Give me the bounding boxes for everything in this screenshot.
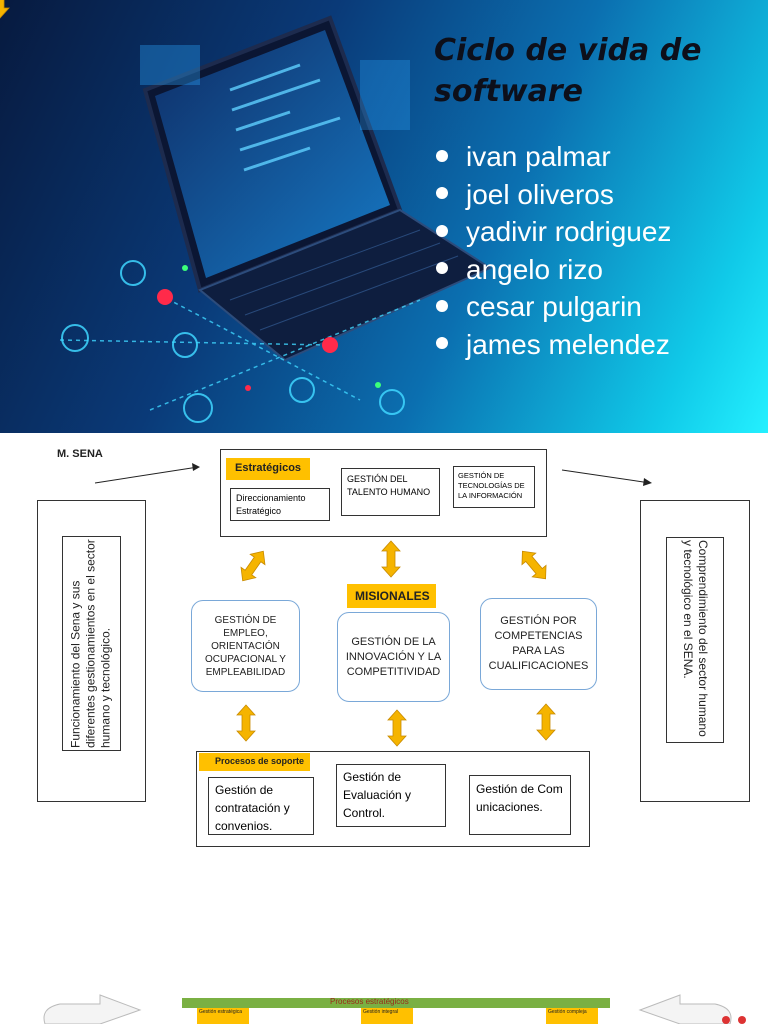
member-item: cesar pulgarin <box>436 288 671 326</box>
strategic-tag: Estratégicos <box>226 458 310 480</box>
member-item: joel oliveros <box>436 176 671 214</box>
bullet-icon <box>436 224 448 237</box>
next-slide-preview <box>43 994 746 1024</box>
laptop-illustration <box>59 15 493 423</box>
cover-title: Ciclo de vida de software <box>434 30 754 112</box>
bullet-icon <box>436 187 448 200</box>
footer-item-1: Gestión estratégica <box>199 1009 243 1015</box>
cover-slide: Ciclo de vida de software ivan palmar jo… <box>0 0 768 433</box>
bullet-icon <box>436 149 448 162</box>
cover-title-line2: software <box>434 74 583 109</box>
support-item-evaluacion: Gestión de Evaluación y Control. <box>336 764 446 827</box>
team-members-list: ivan palmar joel oliveros yadivir rodrig… <box>436 138 671 363</box>
cover-title-line1: Ciclo de vida de <box>434 33 702 68</box>
right-description-box <box>666 537 724 743</box>
strategic-item-tecnologias: GESTIÓN DE TECNOLOGÍAS DE LA INFORMACIÓN <box>453 466 535 508</box>
member-item: angelo rizo <box>436 251 671 289</box>
support-tag: Procesos de soporte <box>199 753 310 771</box>
bullet-icon <box>436 262 448 275</box>
bullet-icon <box>436 337 448 350</box>
footer-bar-title: Procesos estratégicos <box>330 997 409 1006</box>
left-description-box <box>62 536 121 751</box>
support-item-contratacion: Gestión de contratación y convenios. <box>208 777 314 835</box>
missional-item-competencias: GESTIÓN POR COMPETENCIAS PARA LAS CUALIF… <box>480 598 597 690</box>
footer-item-3: Gestión compleja <box>548 1009 587 1015</box>
missional-item-empleo: GESTIÓN DE EMPLEO, ORIENTACIÓN OCUPACION… <box>191 600 300 692</box>
diagram-heading: M. SENA <box>57 448 103 460</box>
missional-item-innovacion: GESTIÓN DE LA INNOVACIÓN Y LA COMPETITIV… <box>337 612 450 702</box>
footer-item-2: Gestión integral <box>363 1009 399 1015</box>
member-item: yadivir rodriguez <box>436 213 671 251</box>
support-item-comunicaciones: Gestión de Comunicaciones. <box>469 775 571 835</box>
strategic-item-talento-humano: GESTIÓN DEL TALENTO HUMANO <box>341 468 440 516</box>
missional-tag: MISIONALES <box>347 584 436 608</box>
connector-arrows <box>94 463 652 486</box>
bullet-icon <box>436 299 448 312</box>
member-item: ivan palmar <box>436 138 671 176</box>
member-item: james melendez <box>436 326 671 364</box>
strategic-item-direccionamiento: Direccionamiento Estratégico <box>230 488 330 521</box>
